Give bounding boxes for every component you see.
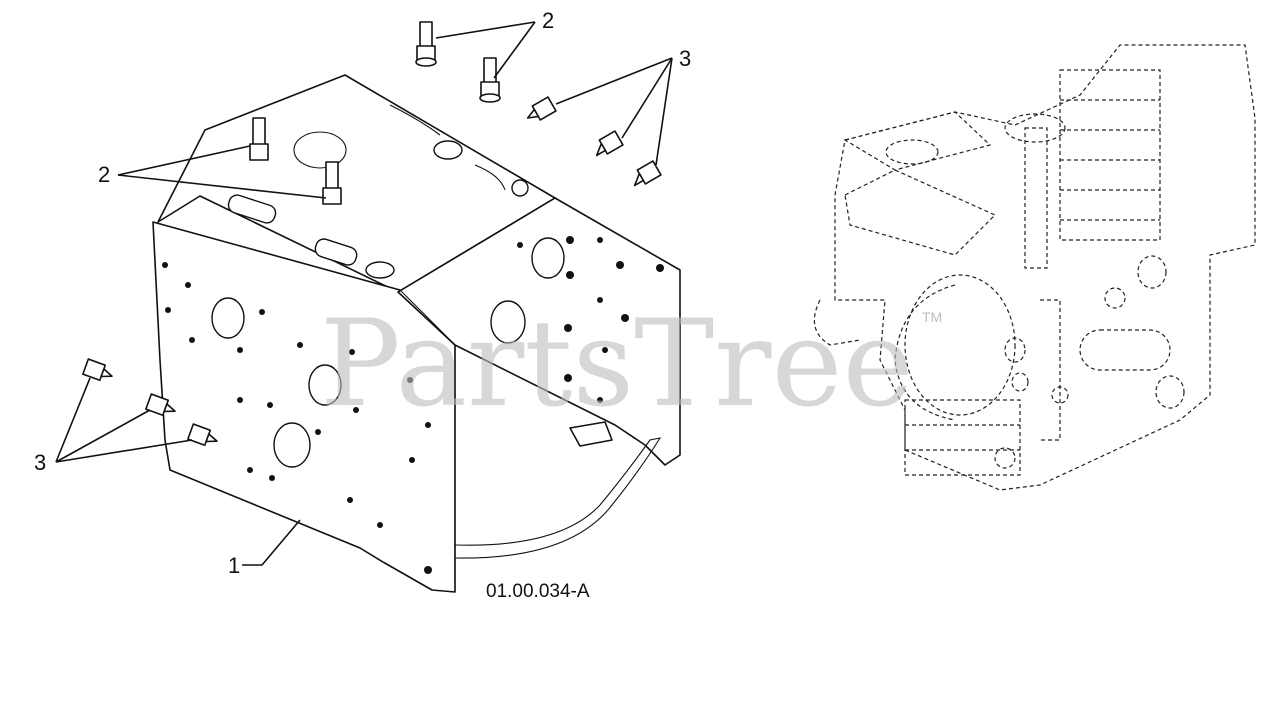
stud-left-2 (322, 161, 342, 205)
screw-top-3 (633, 160, 662, 187)
callout-3-left: 3 (34, 450, 46, 475)
callout-1: 1 (228, 553, 240, 578)
screw-left-3 (187, 423, 218, 447)
stud-top-2 (479, 57, 501, 103)
callout-2-left: 2 (98, 162, 110, 187)
screw-top-1 (526, 96, 557, 121)
studs (249, 21, 501, 205)
stud-left-1 (249, 117, 269, 161)
screws (82, 96, 662, 447)
drawing-code: 01.00.034-A (486, 581, 590, 602)
frame-assembly (152, 74, 681, 593)
trademark-symbol: TM (922, 309, 942, 325)
callout-3-top: 3 (679, 46, 691, 71)
stud-top-1 (415, 21, 437, 67)
callout-2-top: 2 (542, 8, 554, 33)
screw-left-2 (145, 393, 176, 417)
screw-left-1 (82, 358, 113, 382)
leader-lines (55, 21, 673, 566)
frame-rod (454, 437, 662, 559)
screw-top-2 (595, 130, 624, 157)
engine-phantom (813, 44, 1256, 491)
frame-right-plate (397, 197, 681, 466)
mounting-holes (162, 236, 664, 574)
watermark-text: PartsTree (320, 295, 914, 434)
